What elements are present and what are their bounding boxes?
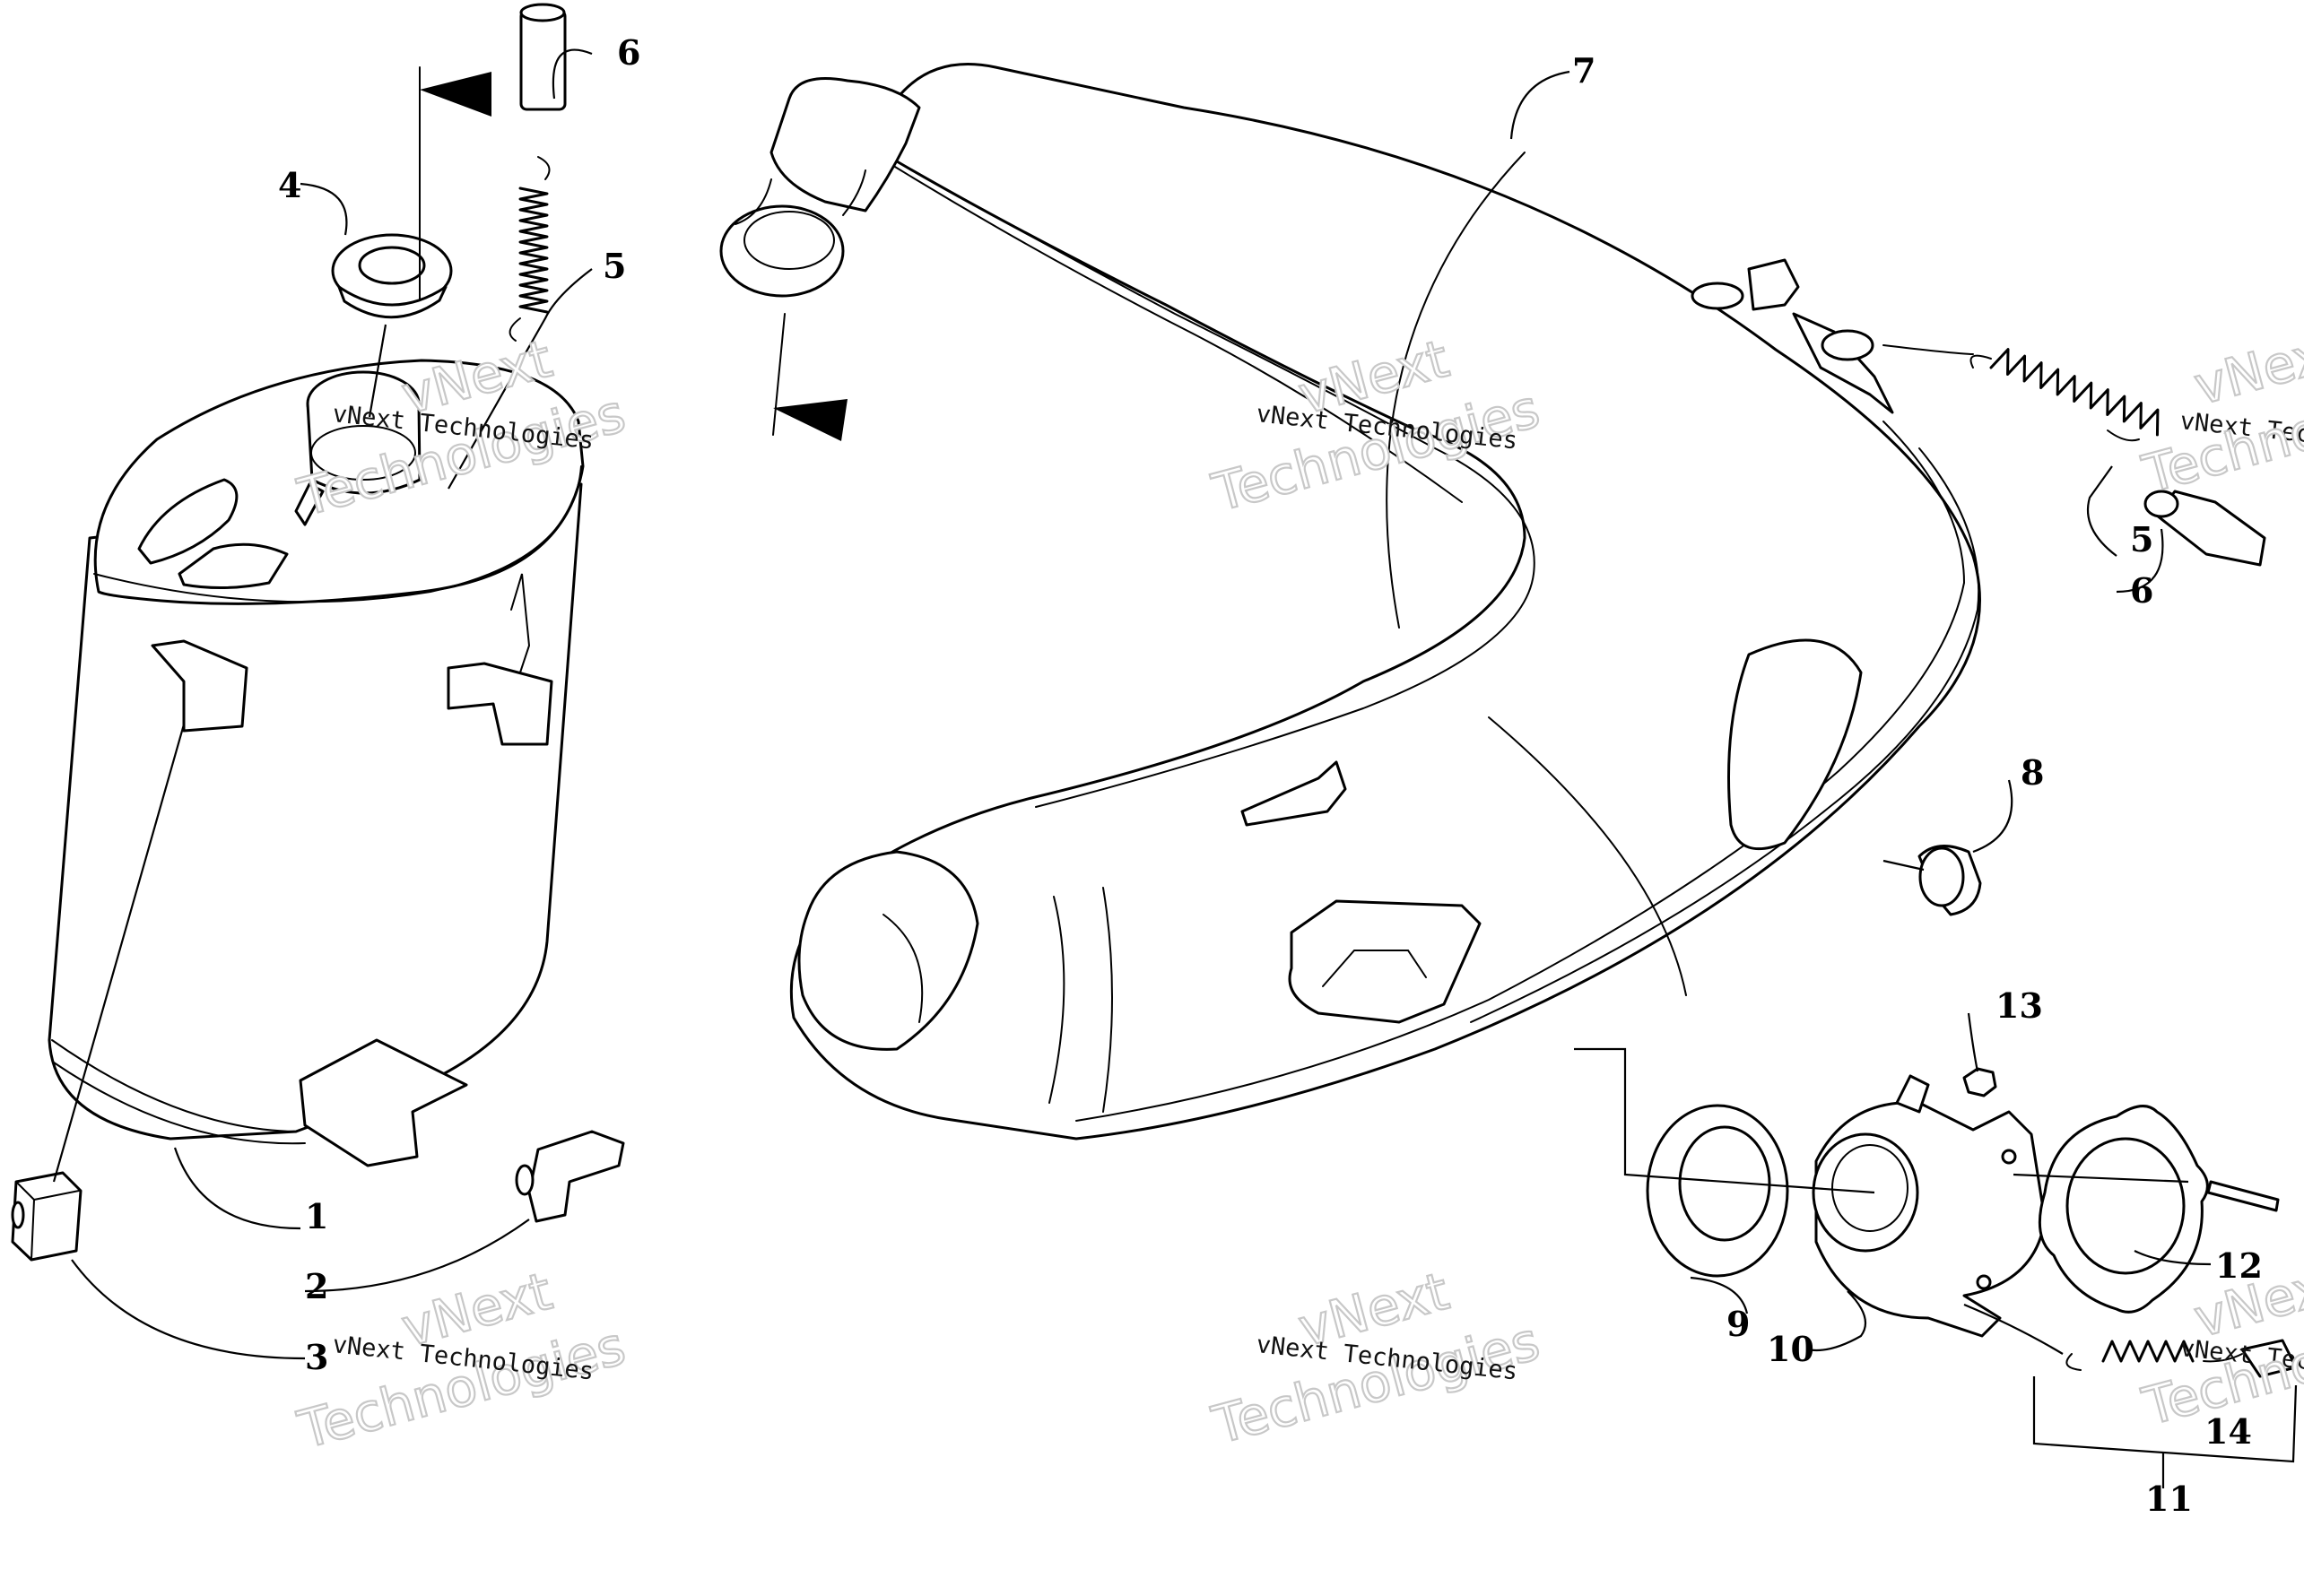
- skid-pad: [11, 1171, 83, 1262]
- muffler-inlet-flange: [294, 370, 422, 526]
- spring-right: [1882, 344, 2160, 442]
- spring-sleeve-right: [2143, 490, 2266, 567]
- svg-text:vNext: vNext: [2188, 318, 2304, 417]
- rubber-plug: [1917, 845, 1982, 916]
- callout-10: 10: [1767, 1329, 1814, 1369]
- callout-14: 14: [2204, 1411, 2252, 1452]
- spring-left: [509, 156, 551, 342]
- grommet: [331, 233, 453, 319]
- leader-lines: [52, 48, 2298, 1488]
- gasket: [2038, 1105, 2209, 1314]
- chamber-outlet-end: [797, 850, 979, 1051]
- manifold-flange: [1812, 1074, 2047, 1338]
- section-line: [772, 313, 786, 436]
- callout-7: 7: [1572, 50, 1595, 91]
- chamber-inlet: [719, 77, 921, 298]
- callout-6-right: 6: [2130, 570, 2153, 611]
- section-arrow-icon: [773, 399, 848, 441]
- stud: [2206, 1180, 2280, 1212]
- callout-1: 1: [305, 1196, 328, 1236]
- callout-13: 13: [1995, 985, 2043, 1026]
- callout-11: 11: [2145, 1479, 2193, 1519]
- chamber-spring-mount: [1691, 258, 1894, 414]
- callout-5-right: 5: [2130, 519, 2153, 559]
- callout-8: 8: [2021, 752, 2044, 793]
- callout-9: 9: [1726, 1304, 1750, 1344]
- callout-3: 3: [305, 1337, 328, 1377]
- seal-ring: [1646, 1104, 1789, 1278]
- callout-5: 5: [603, 246, 626, 286]
- expansion-chamber: [789, 63, 1981, 1141]
- callout-6: 6: [617, 32, 640, 73]
- rubber-bumper: [515, 1130, 625, 1223]
- callout-2: 2: [305, 1266, 328, 1306]
- callout-4: 4: [278, 165, 301, 205]
- section-arrow-icon: [420, 72, 491, 117]
- callout-12: 12: [2215, 1245, 2263, 1286]
- callout-labels: 4 6 5 1 2 3 7 8 5 6 13 12 9 10 14 11: [278, 32, 2263, 1519]
- muffler: [48, 359, 585, 1167]
- spring-small: [2065, 1339, 2298, 1378]
- hex-nut: [1962, 1067, 1997, 1097]
